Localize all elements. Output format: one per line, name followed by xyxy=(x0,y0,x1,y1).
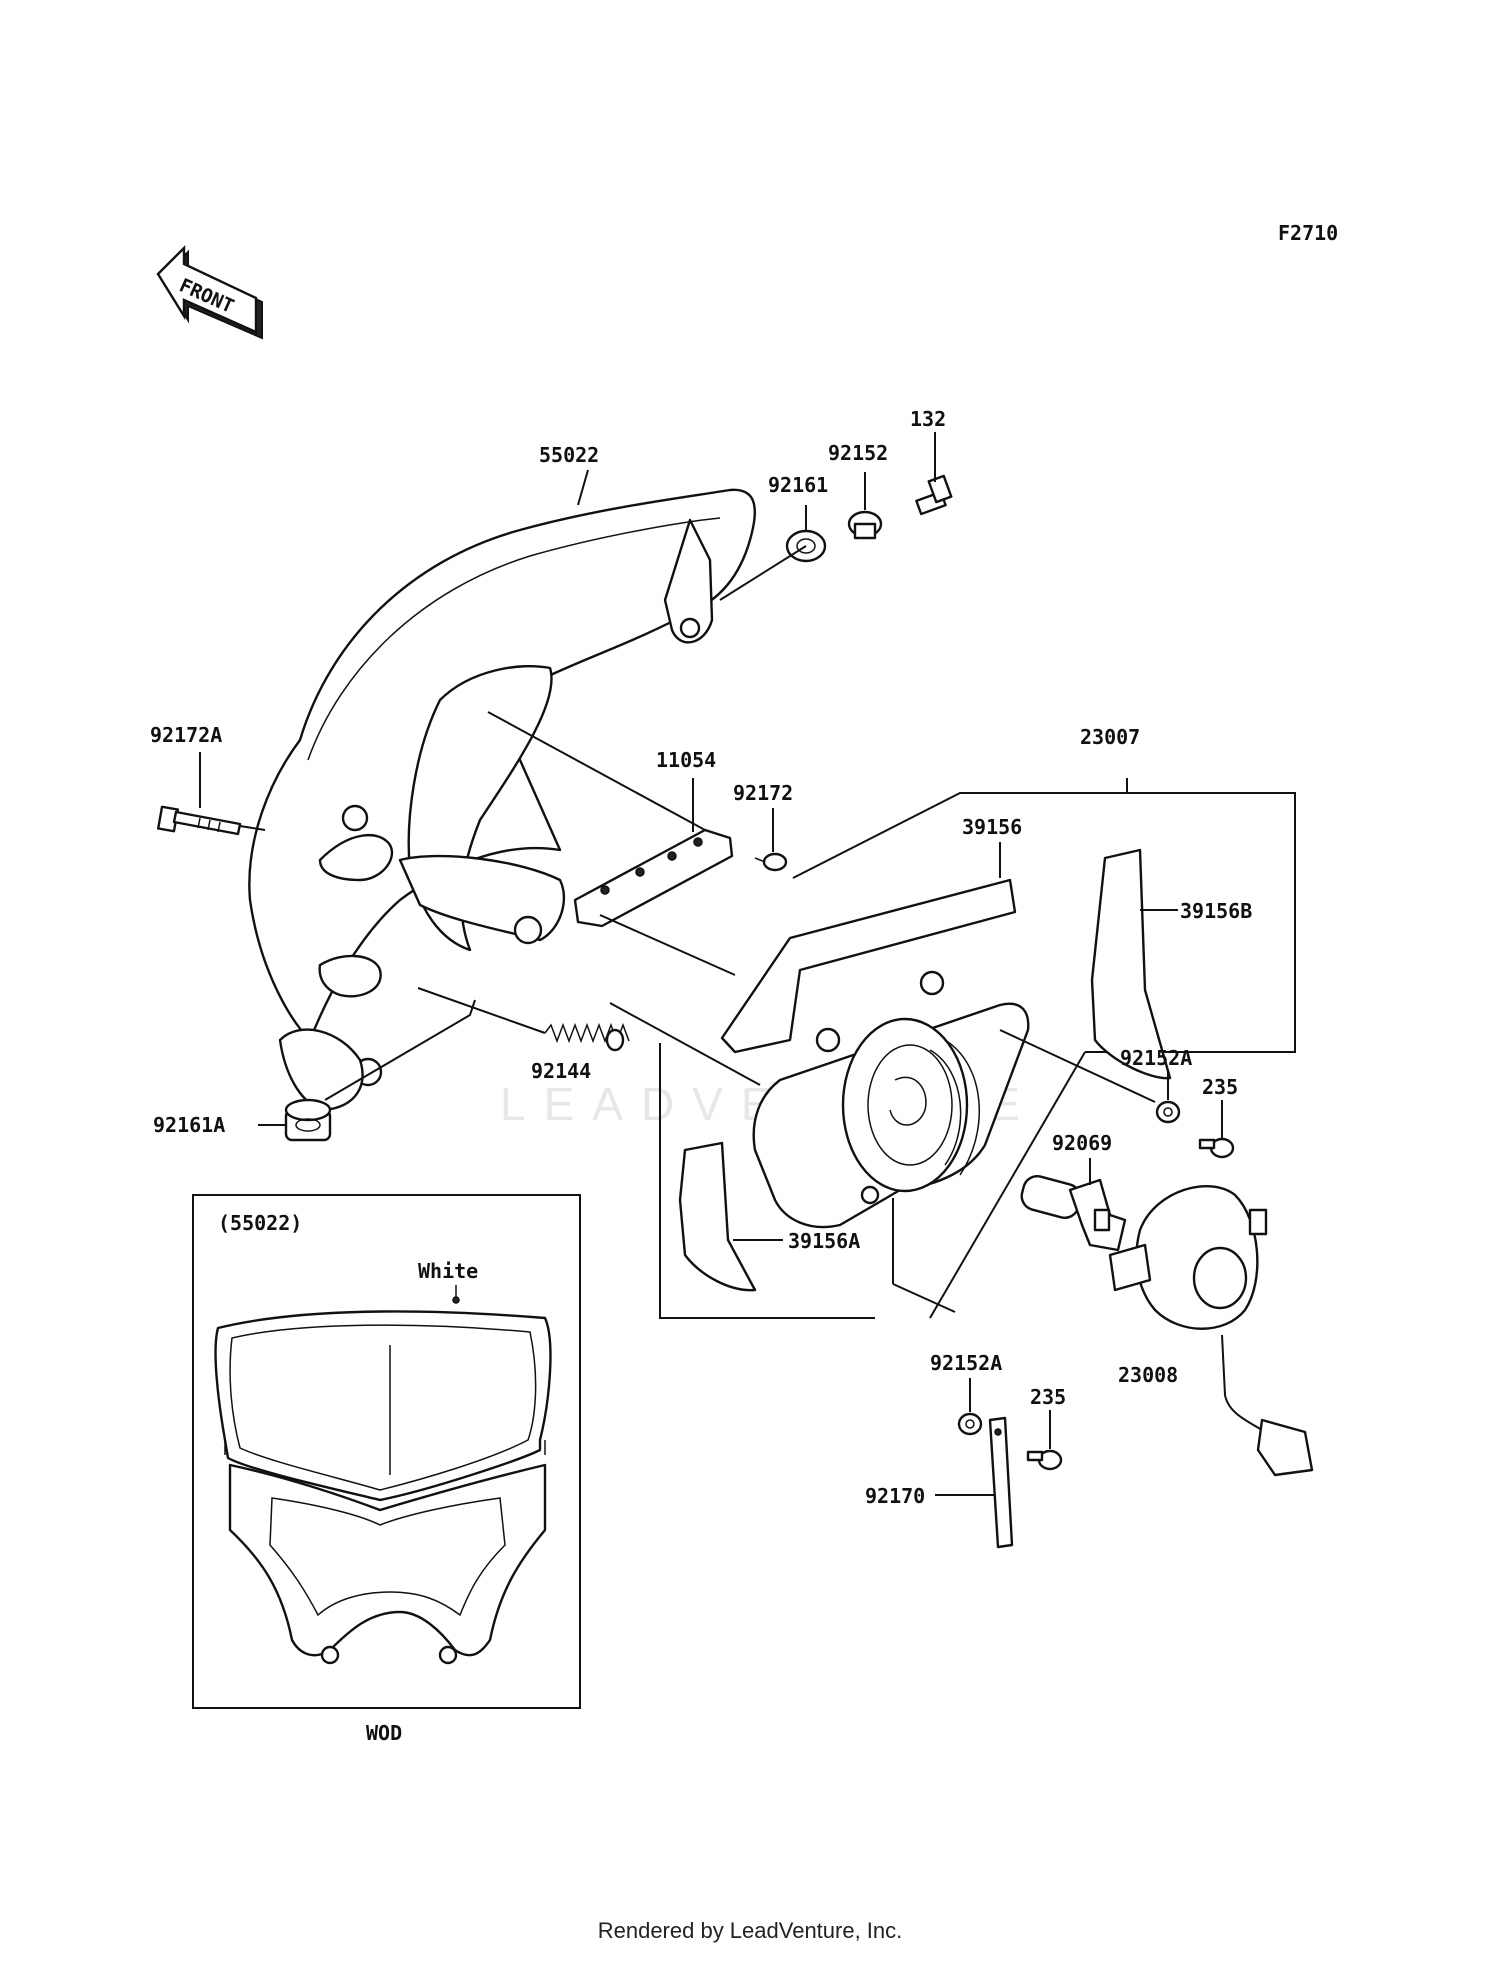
part-label-92172: 92172 xyxy=(733,781,793,805)
socket-cover-23008 xyxy=(1108,1185,1314,1477)
bulb-92069 xyxy=(1020,1175,1127,1252)
washer-92152a-upper xyxy=(1155,1100,1181,1124)
headlight-assembly-box-23007 xyxy=(659,778,1296,1319)
part-label-39156b: 39156B xyxy=(1180,899,1252,923)
part-label-92152: 92152 xyxy=(828,441,888,465)
part-label-235-lower: 235 xyxy=(1030,1385,1066,1409)
washer-92152a-lower xyxy=(957,1412,983,1436)
grommet-92161a xyxy=(284,1098,332,1142)
footer-credit: Rendered by LeadVenture, Inc. xyxy=(597,1918,903,1943)
strip-92170 xyxy=(988,1416,1014,1549)
part-label-92172a: 92172A xyxy=(150,723,222,747)
bracket-11054 xyxy=(573,828,734,928)
part-label-92161a: 92161A xyxy=(153,1113,225,1137)
headlight-cover-55022 xyxy=(248,488,757,1112)
part-label-23007: 23007 xyxy=(1080,725,1140,749)
pad-39156a xyxy=(678,1141,757,1292)
part-label-11054: 11054 xyxy=(656,748,716,772)
part-label-92152a-upper: 92152A xyxy=(1120,1046,1192,1070)
screw-235-upper xyxy=(1198,1137,1235,1159)
bolt-92172a xyxy=(157,805,242,836)
part-label-92144: 92144 xyxy=(531,1059,591,1083)
part-label-92152a-lower: 92152A xyxy=(930,1351,1002,1375)
screw-92172 xyxy=(754,852,788,872)
spring-92144 xyxy=(544,1022,630,1052)
screw-235-lower xyxy=(1026,1449,1063,1471)
part-label-55022: 55022 xyxy=(539,443,599,467)
part-label-92161: 92161 xyxy=(768,473,828,497)
part-label-39156a: 39156A xyxy=(788,1229,860,1253)
part-label-235-upper: 235 xyxy=(1202,1075,1238,1099)
inset-wod-variant: (55022) White WOD xyxy=(192,1194,581,1745)
part-label-132: 132 xyxy=(910,407,946,431)
headlight-housing xyxy=(752,970,1030,1229)
part-label-92069: 92069 xyxy=(1052,1131,1112,1155)
inset-variant: WOD xyxy=(366,1721,402,1745)
part-label-39156: 39156 xyxy=(962,815,1022,839)
pad-39156 xyxy=(720,878,1017,1054)
part-label-23008: 23008 xyxy=(1118,1363,1178,1387)
collar-92152 xyxy=(847,510,883,540)
pad-39156b xyxy=(1090,848,1172,1080)
inset-color-note: White xyxy=(418,1259,478,1283)
front-arrow-icon: FRONT xyxy=(156,245,263,340)
part-label-92170: 92170 xyxy=(865,1484,925,1508)
diagram-code: F2710 xyxy=(1278,221,1338,245)
inset-title: (55022) xyxy=(218,1211,302,1235)
bolt-132 xyxy=(915,474,953,516)
